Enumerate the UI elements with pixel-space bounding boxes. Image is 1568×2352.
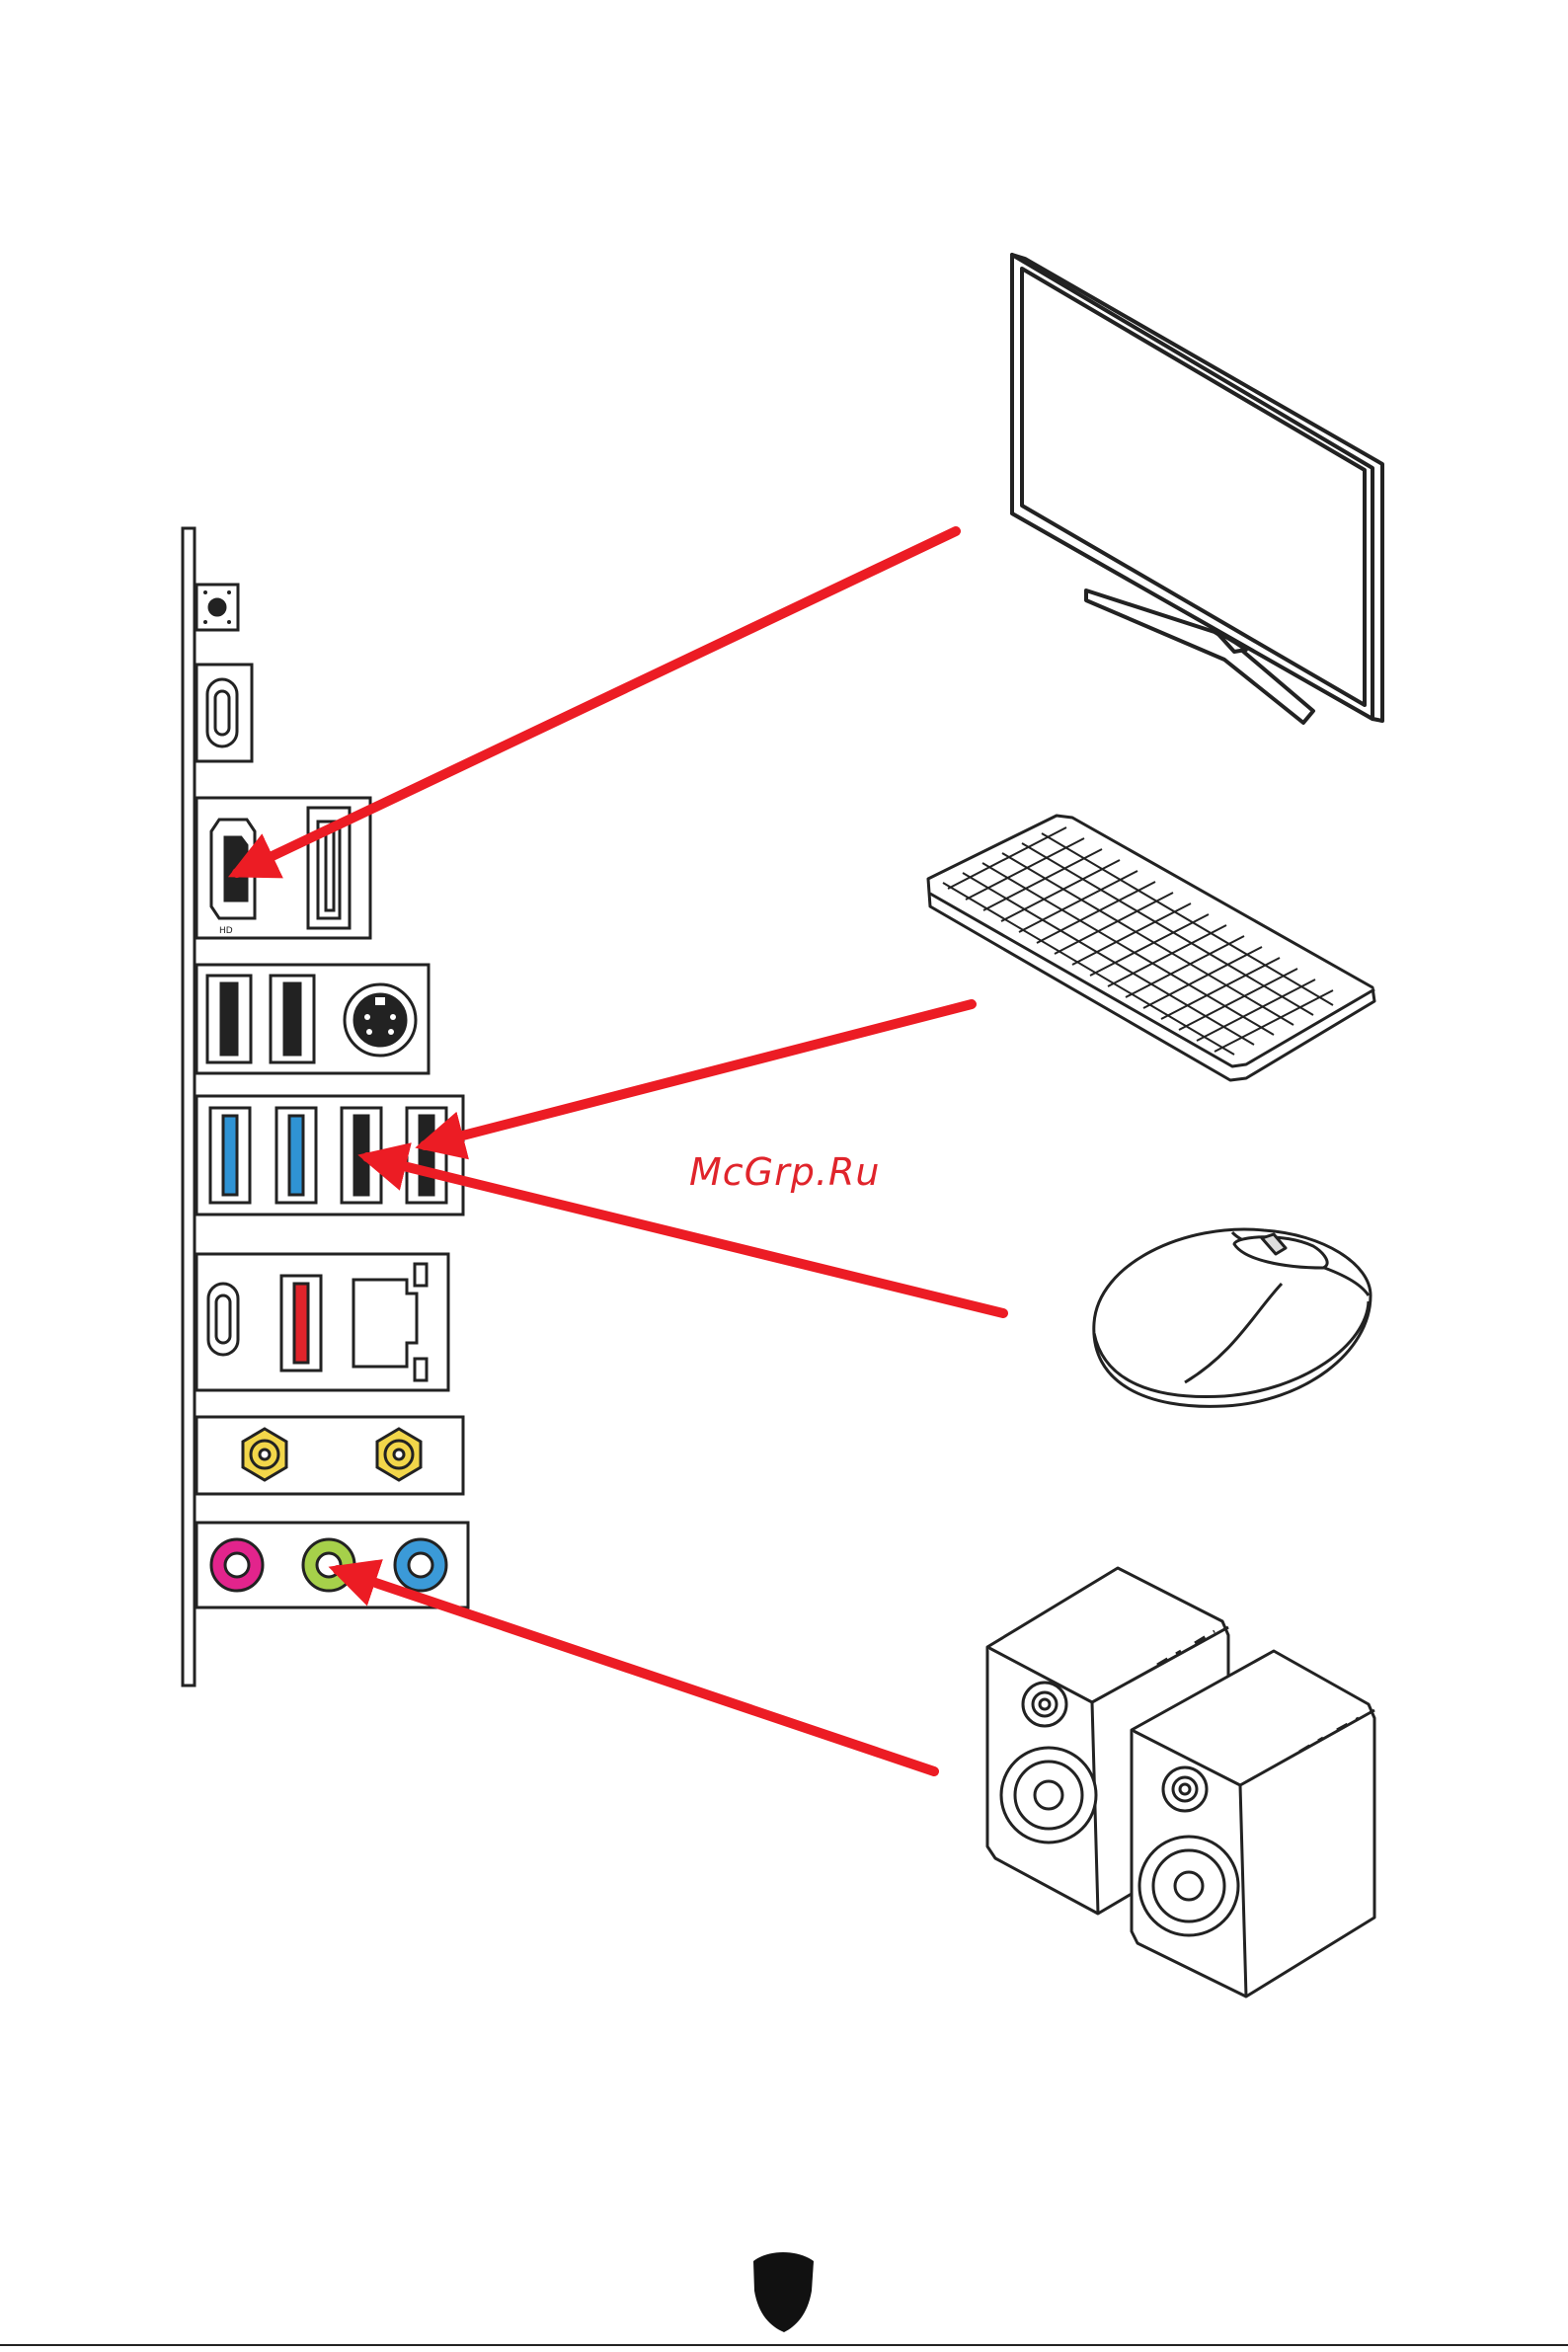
usb-2-port-a: [207, 976, 251, 1062]
usb-type-c-top: [196, 665, 252, 761]
clear-cmos-button: [196, 585, 238, 630]
speakers-icon: [987, 1568, 1374, 1997]
line-out-jack: [303, 1539, 354, 1591]
footer-rule: [0, 2344, 1568, 2346]
rear-io-panel: HD: [183, 528, 468, 1686]
monitor-icon: [1012, 255, 1382, 723]
usb-2-port-d: [407, 1108, 446, 1203]
antenna-block: [196, 1417, 463, 1494]
arrow-speakers-to-line-out: [338, 1570, 934, 1771]
arrow-keyboard-to-usb: [425, 1004, 972, 1145]
shield-logo-icon: [753, 2252, 814, 2332]
io-shield-bracket: [183, 528, 195, 1686]
wifi-antenna-connector-b: [377, 1429, 421, 1480]
svg-text:HD: HD: [219, 926, 233, 936]
line-in-jack: [395, 1539, 446, 1591]
lan-port: [353, 1264, 427, 1380]
usb-3-port-b: [276, 1108, 316, 1203]
keyboard-icon: [928, 816, 1374, 1080]
hdmi-port: HD: [211, 820, 255, 936]
usb-3-port-a: [210, 1108, 250, 1203]
usb2-ps2-block: [196, 965, 429, 1073]
usb-2-port-b: [271, 976, 314, 1062]
audio-block: [196, 1523, 468, 1607]
usb-3-red-port: [281, 1276, 321, 1371]
usb-quad-block: [196, 1096, 463, 1215]
ps2-port: [345, 984, 416, 1056]
wifi-antenna-connector-a: [243, 1429, 286, 1480]
mouse-icon: [1094, 1229, 1371, 1406]
mic-in-jack: [211, 1539, 263, 1591]
usb-type-c: [208, 1284, 238, 1355]
arrow-monitor-to-hdmi: [237, 531, 956, 873]
usbc-lan-block: [196, 1254, 448, 1390]
watermark: McGrp.Ru: [689, 1150, 926, 1194]
